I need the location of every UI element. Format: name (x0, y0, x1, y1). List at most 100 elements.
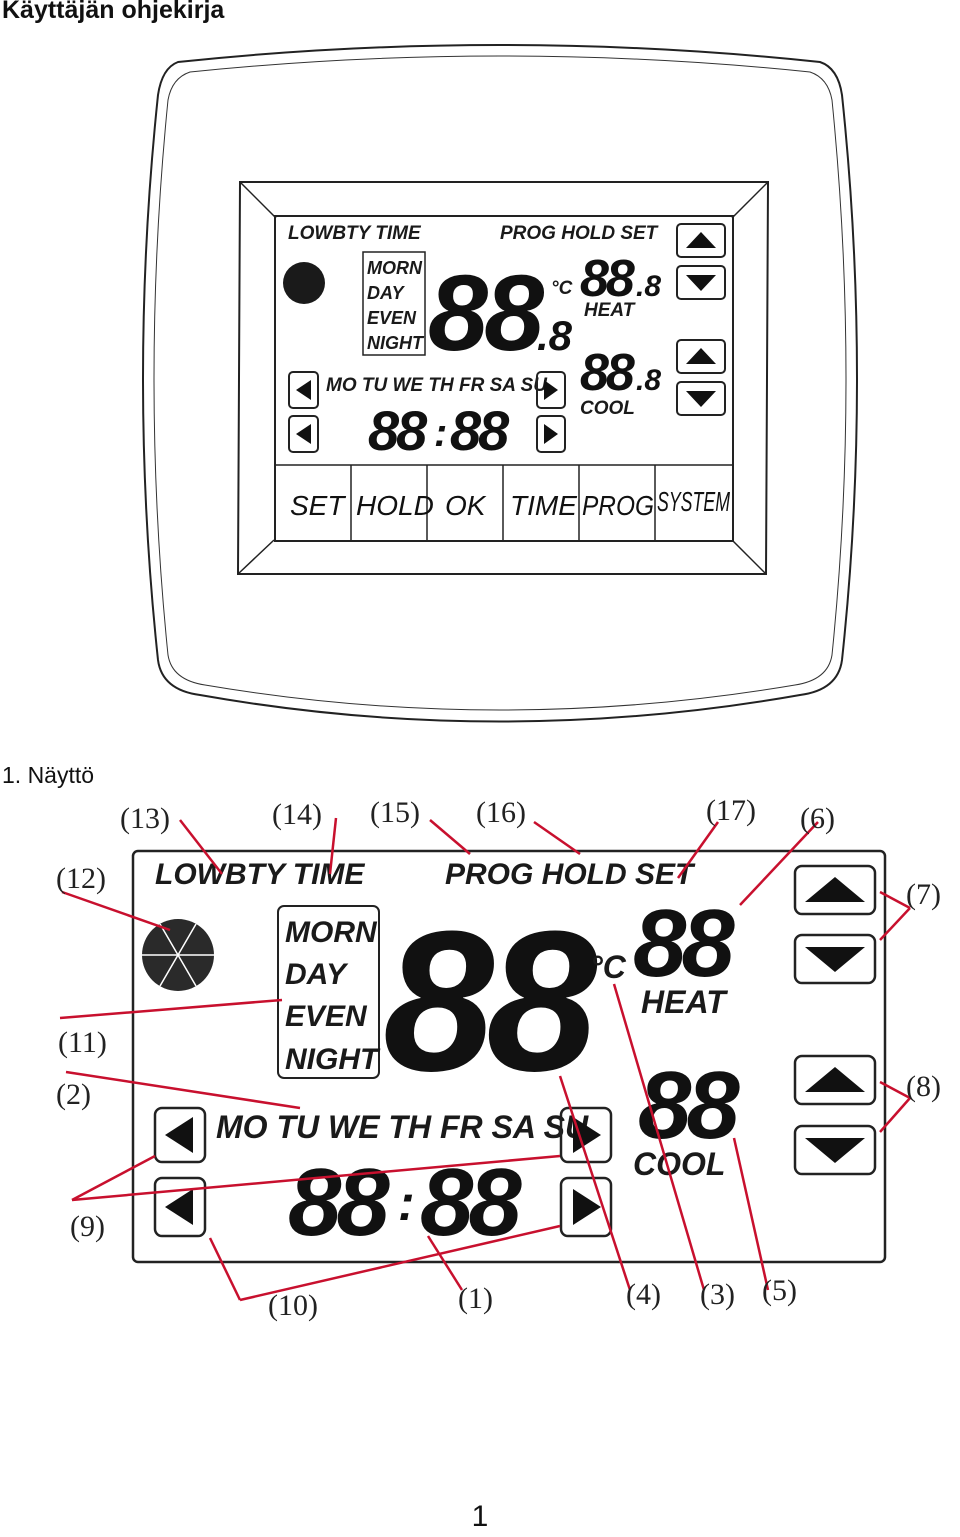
diagram-clock-hours: 88 (288, 1149, 390, 1256)
callout-14: (14) (272, 798, 322, 831)
device-period-morn: MORN (367, 258, 423, 278)
callout-9: (9) (70, 1210, 105, 1243)
diagram-cool-down-button[interactable] (793, 1124, 877, 1176)
device-day-right-button[interactable] (536, 371, 566, 409)
diagram-main-temp: 88 (383, 890, 597, 1113)
device-cool-temp: 88 (580, 344, 635, 402)
device-cool-decimal: .8 (636, 364, 661, 397)
device-period-even: EVEN (367, 308, 417, 328)
callout-11: (11) (58, 1026, 107, 1059)
callout-6: (6) (800, 802, 835, 835)
callout-2: (2) (56, 1078, 91, 1111)
up-arrow-icon (805, 1067, 865, 1092)
callout-leaders (59, 817, 911, 1302)
device-cool-up-button[interactable] (676, 339, 726, 374)
device-clock-hours: 88 (368, 399, 428, 462)
left-arrow-icon (165, 1189, 193, 1225)
diagram-heat-label: HEAT (641, 984, 728, 1020)
backlight-icon (142, 919, 214, 991)
left-arrow-icon (296, 424, 311, 444)
diagram-cool-label: COOL (633, 1146, 725, 1182)
callout-4: (4) (626, 1278, 661, 1311)
callout-13: (13) (120, 802, 170, 835)
callout-3: (3) (700, 1278, 735, 1311)
device-heat-temp: 88 (580, 250, 635, 308)
housing-outline (142, 44, 858, 723)
diagram-heat-temp: 88 (633, 890, 735, 997)
up-arrow-icon (805, 877, 865, 902)
device-time-right-button[interactable] (536, 415, 566, 453)
diagram-time-right-button[interactable] (559, 1176, 613, 1238)
device-heat-label: HEAT (584, 300, 636, 321)
callout-8: (8) (906, 1070, 941, 1103)
display-frame (131, 849, 887, 1264)
device-main-decimal: .8 (537, 312, 573, 359)
callout-7: (7) (906, 878, 941, 911)
callout-15: (15) (370, 796, 420, 829)
diagram-time-left-button[interactable] (153, 1176, 207, 1238)
device-time-left-button[interactable] (288, 415, 319, 453)
device-clock-minutes: 88 (450, 399, 510, 462)
up-arrow-icon (686, 348, 716, 364)
device-cool-down-button[interactable] (676, 381, 726, 416)
device-cool-label: COOL (580, 398, 635, 419)
lcd-screen (274, 215, 734, 542)
diagram-unit: °C (590, 949, 627, 985)
diagram-period-even: EVEN (285, 1000, 368, 1033)
callout-16: (16) (476, 796, 526, 829)
thermostat-illustration: LOWBTY TIME PROG HOLD SET MORN DAY EVEN … (142, 44, 858, 723)
callout-5: (5) (762, 1274, 797, 1307)
left-arrow-icon (165, 1117, 193, 1153)
diagram-heat-up-button[interactable] (793, 864, 877, 916)
device-heat-up-button[interactable] (676, 223, 726, 258)
diagram-cool-temp: 88 (638, 1052, 740, 1159)
diagram-status-right: PROG HOLD SET (445, 858, 696, 891)
right-arrow-icon (544, 380, 558, 400)
device-heat-decimal: .8 (636, 270, 661, 303)
diagram-period-night: NIGHT (285, 1043, 381, 1076)
diagram-day-right-button[interactable] (559, 1106, 613, 1164)
device-period-day: DAY (367, 283, 406, 303)
ok-button[interactable]: OK (445, 490, 487, 521)
diagram-period-morn: MORN (285, 916, 378, 949)
down-arrow-icon (805, 1138, 865, 1163)
down-arrow-icon (805, 947, 865, 972)
callout-17: (17) (706, 794, 756, 827)
diagram-period-day: DAY (285, 958, 349, 991)
prog-button[interactable]: PROG (582, 490, 654, 521)
device-days: MO TU WE TH FR SA SU (326, 375, 548, 396)
right-arrow-icon (573, 1117, 601, 1153)
document-title: Käyttäjän ohjekirja (2, 0, 225, 24)
callout-1: (1) (458, 1282, 493, 1315)
diagram-days: MO TU WE TH FR SA SU (216, 1109, 589, 1145)
device-main-temp: 88 (428, 252, 544, 373)
down-arrow-icon (686, 275, 716, 291)
up-arrow-icon (686, 232, 716, 248)
hold-button[interactable]: HOLD (356, 490, 434, 521)
set-button[interactable]: SET (290, 490, 346, 521)
device-period-night: NIGHT (367, 333, 425, 353)
device-status-left: LOWBTY TIME (288, 223, 422, 244)
right-arrow-icon (544, 424, 558, 444)
device-status-right: PROG HOLD SET (500, 223, 659, 244)
device-day-left-button[interactable] (288, 371, 319, 409)
section-heading: 1. Näyttö (2, 762, 95, 788)
right-arrow-icon (573, 1189, 601, 1225)
device-clock-sep: : (434, 411, 447, 455)
diagram-heat-down-button[interactable] (793, 933, 877, 985)
diagram-clock-sep: : (398, 1175, 415, 1231)
time-button[interactable]: TIME (510, 490, 577, 521)
callout-12: (12) (56, 862, 106, 895)
diagram-cool-up-button[interactable] (793, 1054, 877, 1106)
device-unit: °C (551, 278, 573, 299)
diagram-day-left-button[interactable] (153, 1106, 207, 1164)
system-button[interactable]: SYSTEM (657, 486, 730, 517)
display-diagram: LOWBTY TIME PROG HOLD SET MORN DAY EVEN … (56, 794, 941, 1322)
page-number: 1 (471, 1500, 489, 1533)
diagram-status-left: LOWBTY TIME (155, 858, 365, 891)
period-box (362, 251, 426, 356)
device-heat-down-button[interactable] (676, 265, 726, 300)
battery-dot-icon (283, 262, 325, 304)
callout-10: (10) (268, 1289, 318, 1322)
down-arrow-icon (686, 391, 716, 407)
